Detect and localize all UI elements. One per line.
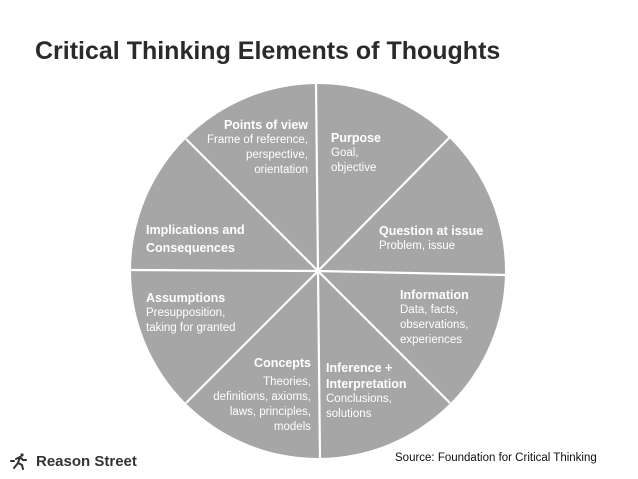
segment-information: Information Data, facts, observations, e…	[400, 287, 469, 348]
segment-heading: Concepts	[254, 356, 311, 370]
segment-points-of-view: Points of view Frame of reference, persp…	[207, 117, 308, 178]
segment-heading: Purpose	[331, 131, 382, 145]
segment-heading: Implications and Consequences	[146, 223, 245, 255]
reason-street-logo: Reason Street	[10, 452, 137, 470]
running-figure-icon	[10, 453, 27, 470]
segment-description: Data, facts, observations, experiences	[400, 304, 469, 346]
segment-implications-consequences: Implications and Consequences	[146, 221, 245, 257]
segment-purpose: Purpose Goal, objective	[331, 130, 381, 176]
segment-description: Frame of reference, perspective, orienta…	[207, 134, 308, 176]
page-title: Critical Thinking Elements of Thoughts	[35, 37, 501, 65]
segment-description: Presupposition, taking for granted	[146, 307, 236, 334]
segment-inference-interpretation: Inference + Interpretation Conclusions, …	[326, 360, 407, 422]
segment-assumptions: Assumptions Presupposition, taking for g…	[146, 290, 236, 336]
segment-question-at-issue: Question at issue Problem, issue	[379, 223, 483, 254]
segment-heading: Inference + Interpretation	[326, 361, 407, 391]
segment-concepts: Concepts Theories, definitions, axioms, …	[213, 355, 311, 435]
source-credit: Source: Foundation for Critical Thinking	[395, 452, 597, 464]
segment-description: Goal, objective	[331, 147, 377, 174]
logo-text: Reason Street	[36, 452, 137, 470]
segment-heading: Question at issue	[379, 224, 484, 238]
segment-description: Conclusions, solutions	[326, 393, 392, 420]
wheel-dividers	[130, 83, 506, 459]
segment-description: Problem, issue	[379, 240, 456, 252]
segment-description: Theories, definitions, axioms, laws, pri…	[213, 376, 311, 433]
segment-heading: Information	[400, 288, 469, 302]
segment-heading: Assumptions	[146, 291, 226, 305]
segment-heading: Points of view	[223, 118, 308, 132]
